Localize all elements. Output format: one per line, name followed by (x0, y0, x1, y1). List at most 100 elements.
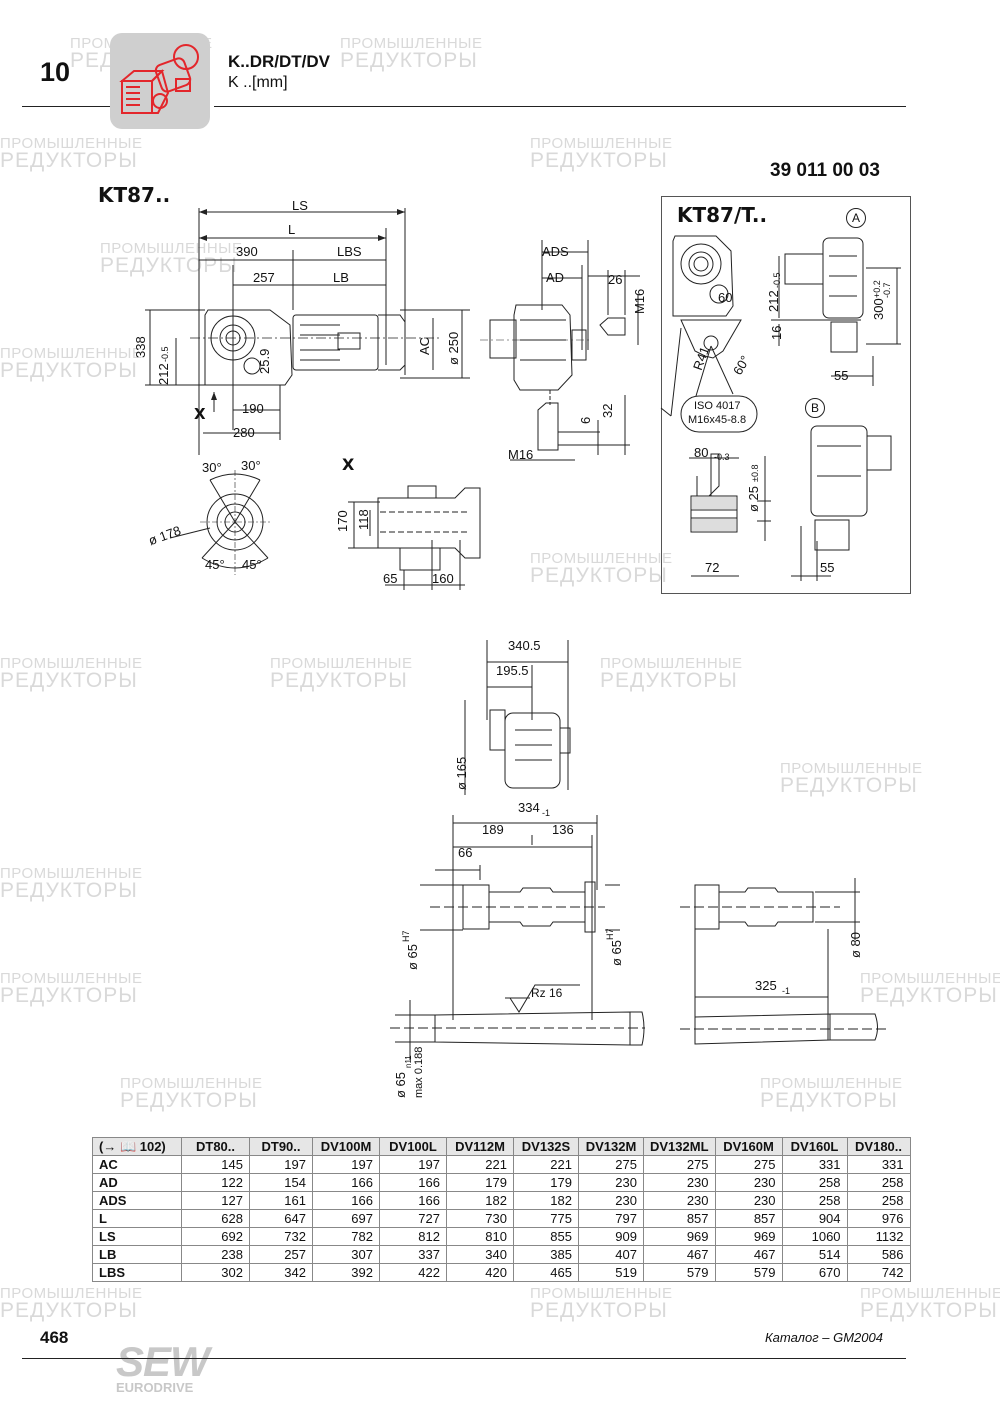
dim-212-t: 212 (766, 290, 781, 312)
table-cell: 732 (249, 1227, 313, 1246)
dim-212: 212 (156, 363, 171, 385)
dim-257: 257 (253, 270, 275, 285)
table-cell: 385 (513, 1245, 579, 1264)
table-cell: 182 (513, 1191, 579, 1210)
header-rule-right (214, 106, 906, 107)
header-title: K..DR/DT/DV (228, 52, 330, 71)
column-header: DV132ML (643, 1137, 716, 1156)
table-corner-ref: (→ 📖 102) (92, 1137, 182, 1156)
dim-250: ø 250 (446, 331, 461, 365)
shaft-drawing (390, 640, 890, 1060)
dim-325-tol: -1 (782, 986, 791, 996)
kt87-main-drawing (145, 208, 470, 455)
table-cell: 230 (714, 1173, 783, 1192)
row-label: AD (92, 1173, 182, 1192)
table-cell: 340 (446, 1245, 514, 1264)
column-header: DT80.. (181, 1137, 250, 1156)
table-cell: 519 (578, 1263, 644, 1282)
column-header: DV100L (379, 1137, 447, 1156)
dim-l: L (288, 222, 296, 237)
angle-45-right: 45° (242, 557, 262, 572)
dim-280: 280 (233, 425, 255, 440)
dim-195-5: 195.5 (496, 663, 529, 678)
catalog-reference: Каталог – GM2004 (765, 1330, 883, 1345)
table-cell: 420 (446, 1263, 514, 1282)
table-cell: 407 (578, 1245, 644, 1264)
row-label: L (92, 1209, 182, 1228)
column-header: DV160M (714, 1137, 783, 1156)
table-cell: 857 (643, 1209, 716, 1228)
table-cell: 166 (379, 1173, 447, 1192)
dim-m16-bottom: M16 (508, 447, 534, 462)
dim-65: 65 (383, 571, 398, 586)
table-cell: 230 (714, 1191, 783, 1210)
max-0-188: max 0.188 (413, 1046, 425, 1098)
header-rule-left (22, 106, 110, 107)
table-cell: 812 (379, 1227, 447, 1246)
dim-300: 300 (871, 298, 886, 320)
table-cell: 258 (781, 1173, 848, 1192)
h7-right: H7 (605, 928, 615, 940)
table-cell: 307 (312, 1245, 380, 1264)
doc-number: 39 011 00 03 (770, 160, 880, 181)
column-header: DV132S (513, 1137, 579, 1156)
table-cell: 221 (446, 1155, 514, 1174)
dim-190: 190 (242, 401, 264, 416)
column-header: DT90.. (249, 1137, 313, 1156)
gearmotor-icon (119, 44, 199, 114)
table-cell: 857 (714, 1209, 783, 1228)
view-b-label: B (810, 401, 819, 415)
table-cell: 727 (379, 1209, 447, 1228)
dim-165: ø 165 (454, 756, 469, 790)
dim-212-tol: -0.5 (160, 346, 170, 362)
dim-170: 170 (335, 510, 350, 532)
view-b-marker: B (805, 398, 825, 418)
column-header: DV160L (781, 1137, 848, 1156)
table-cell: 342 (249, 1263, 313, 1282)
table-cell: 258 (846, 1173, 911, 1192)
table-cell: 628 (181, 1209, 250, 1228)
table-cell: 337 (379, 1245, 447, 1264)
dim-ad: AD (546, 270, 565, 285)
dim-6: 6 (578, 416, 593, 424)
kt87t-panel (661, 196, 911, 594)
table-cell: 331 (846, 1155, 911, 1174)
dim-16: 16 (769, 325, 784, 340)
dim-80-tol: -0.3 (714, 452, 730, 462)
logo-sub-text: EURODRIVE (116, 1380, 194, 1395)
dim-25: ø 25 (746, 485, 761, 512)
table-cell: 331 (781, 1155, 848, 1174)
dim-26: 26 (608, 272, 623, 287)
angle-30-left: 30° (202, 460, 222, 475)
dim-25-tol: ±0.8 (750, 464, 760, 482)
dim-338: 338 (133, 336, 148, 358)
row-label: ADS (92, 1191, 182, 1210)
table-cell: 969 (643, 1227, 716, 1246)
table-cell: 579 (643, 1263, 716, 1282)
table-cell: 302 (181, 1263, 250, 1282)
table-cell: 197 (379, 1155, 447, 1174)
dim-65-h7-right: ø 65 (609, 939, 624, 966)
dim-80-shaft: ø 80 (848, 931, 863, 958)
drawing-label-kt87: KT87.. (98, 183, 171, 207)
dim-390: 390 (236, 244, 258, 259)
dim-160: 160 (432, 571, 454, 586)
dim-334-tol: -1 (542, 808, 551, 818)
dim-66: 66 (458, 845, 473, 860)
table-cell: 1132 (846, 1227, 911, 1246)
table-cell: 154 (249, 1173, 313, 1192)
view-a-marker: A (846, 208, 866, 228)
